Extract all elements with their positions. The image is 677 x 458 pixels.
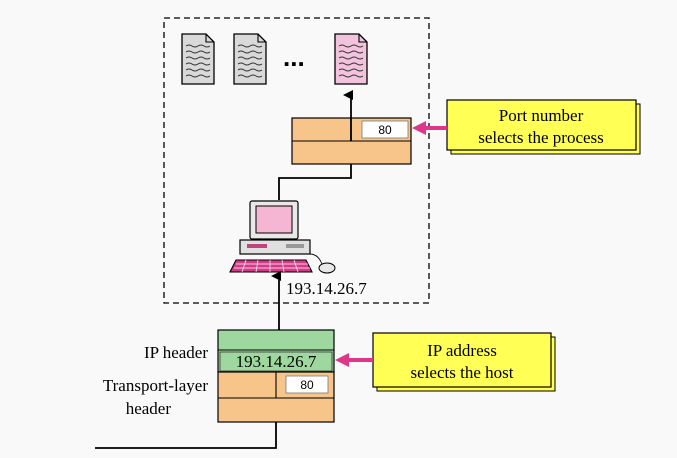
process-ellipsis: ... (283, 42, 305, 72)
host-ip-label: 193.14.26.7 (286, 279, 367, 298)
process-document-1-icon (181, 33, 215, 85)
port-callout-arrow (412, 121, 447, 135)
host-boundary (163, 17, 430, 304)
host-computer-icon (229, 200, 336, 274)
ip-callout-line1: IP address (427, 341, 497, 360)
transport-header-label-line1: Transport-layer (103, 376, 208, 395)
ip-callout-line2: selects the host (411, 363, 514, 382)
ip-callout: IP address selects the host (372, 332, 556, 392)
process-document-2-icon (233, 33, 267, 85)
incoming-packet: 193.14.26.7 80 (217, 329, 335, 423)
connector-computer-to-header (278, 164, 352, 200)
ip-callout-arrow (335, 353, 373, 367)
packet-ip-value: 193.14.26.7 (236, 352, 317, 371)
port-callout-line2: selects the process (478, 128, 604, 147)
transport-header-label-line2: header (126, 399, 172, 418)
packet-ip-field (219, 351, 333, 372)
incoming-connector (95, 422, 277, 449)
ip-header-label: IP header (144, 343, 208, 362)
selected-process-document-icon (334, 33, 368, 85)
host-port-value: 80 (378, 123, 392, 137)
packet-port-value: 80 (300, 378, 314, 392)
port-callout: Port number selects the process (446, 99, 641, 155)
packet-port-field (285, 375, 329, 394)
port-callout-line1: Port number (499, 106, 584, 125)
host-port-field (361, 120, 409, 139)
